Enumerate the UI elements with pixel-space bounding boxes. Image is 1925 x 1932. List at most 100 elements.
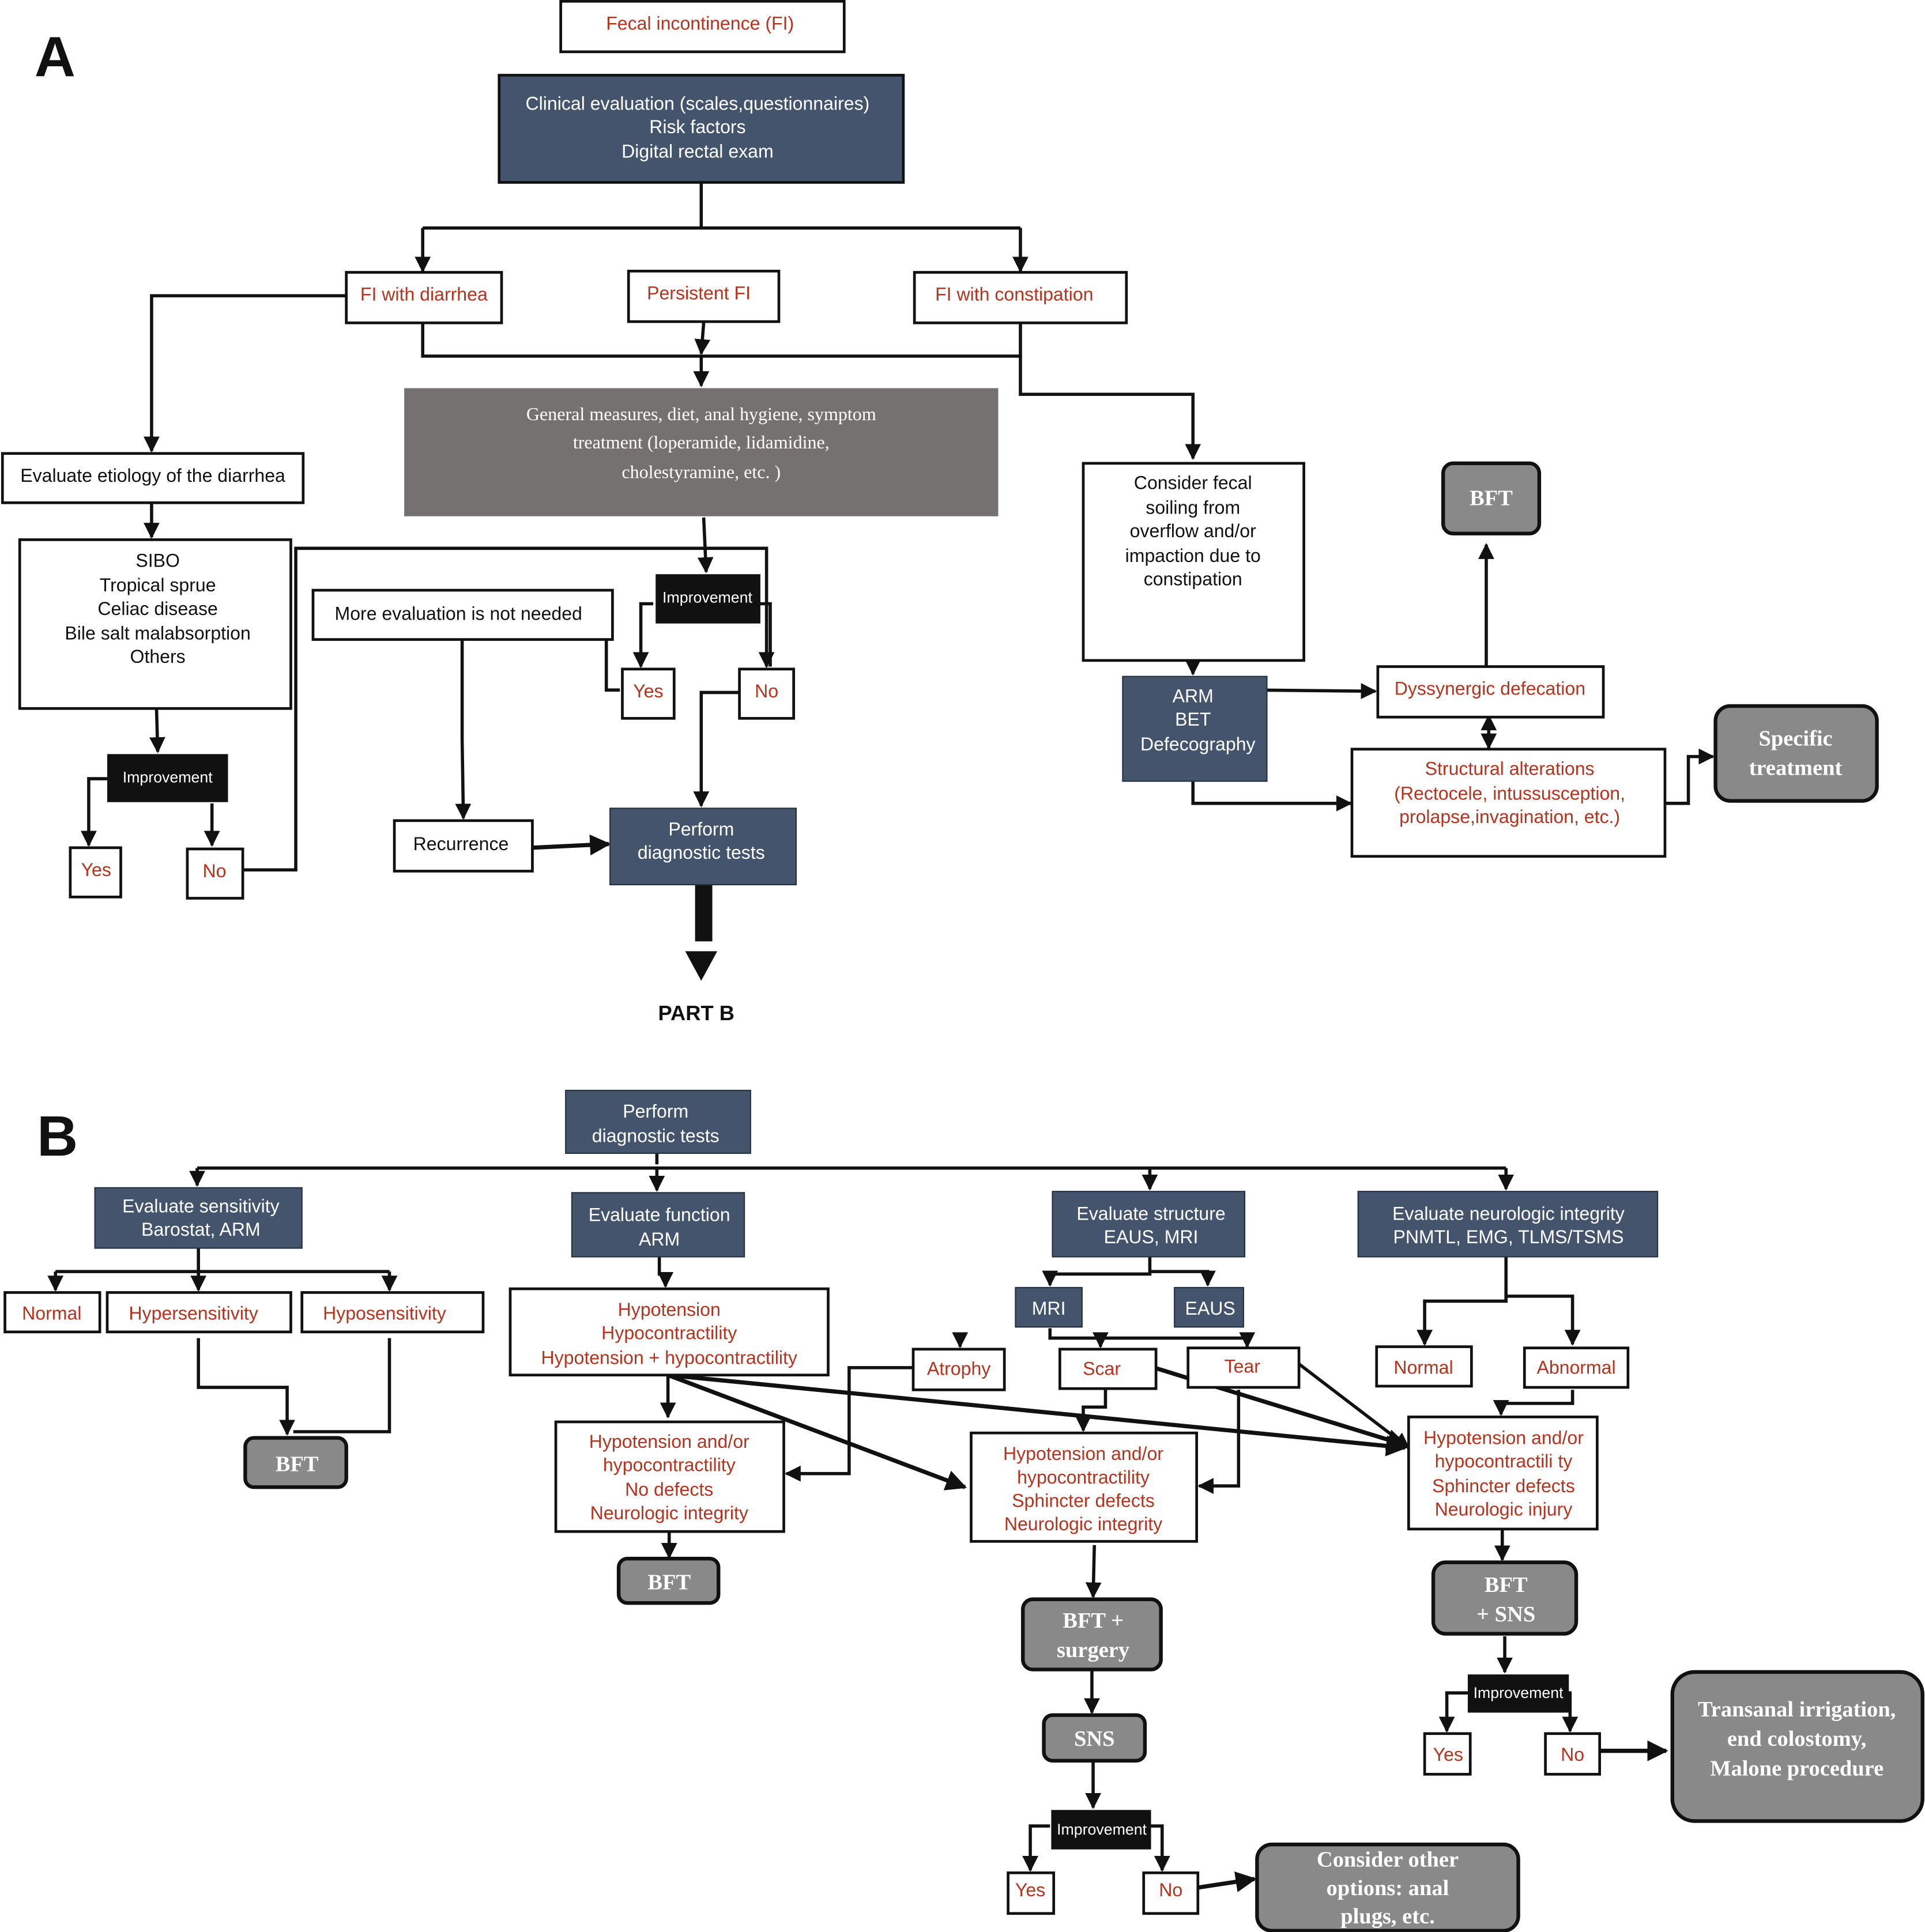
node-recurrence: Recurrence: [393, 819, 534, 873]
svg-text:treatment: treatment: [1749, 756, 1843, 780]
svg-text:Consider other: Consider other: [1317, 1848, 1459, 1872]
svg-text:Celiac disease: Celiac disease: [97, 598, 217, 619]
node-consider-other-options: Consider other options: anal plugs, etc.: [1255, 1842, 1520, 1932]
svg-text:Hypotension and/or: Hypotension and/or: [1423, 1427, 1584, 1448]
node-neuro-abnormal: Abnormal: [1523, 1346, 1630, 1389]
node-bft-sns: BFT + SNS: [1431, 1560, 1579, 1636]
svg-text:diagnostic tests: diagnostic tests: [638, 842, 765, 863]
svg-text:Structural alterations: Structural alterations: [1425, 759, 1595, 779]
svg-text:BFT: BFT: [647, 1571, 691, 1595]
svg-text:Clinical evaluation (scales,qu: Clinical evaluation (scales,questionnair…: [526, 93, 870, 114]
svg-text:PNMTL, EMG, TLMS/TSMS: PNMTL, EMG, TLMS/TSMS: [1393, 1227, 1623, 1247]
node-tear: Tear: [1186, 1346, 1301, 1389]
svg-text:Defecography: Defecography: [1140, 734, 1256, 754]
svg-text:Risk factors: Risk factors: [649, 116, 745, 137]
node-perform-diagnostic-tests-a: Perform diagnostic tests: [609, 807, 797, 885]
node-clinical-evaluation: Clinical evaluation (scales,questionnair…: [498, 74, 905, 184]
connectors-part-a: [81, 182, 1715, 981]
node-persistent-fi: Persistent FI: [627, 270, 781, 323]
svg-text:No: No: [202, 861, 226, 881]
panel-label-b: B: [37, 1104, 78, 1168]
svg-text:Hypotension: Hypotension: [618, 1299, 721, 1320]
svg-text:Specific: Specific: [1758, 726, 1832, 750]
panel-label-a: A: [35, 25, 76, 89]
svg-text:Improvement: Improvement: [1474, 1684, 1564, 1701]
svg-text:FI with diarrhea: FI with diarrhea: [360, 284, 488, 305]
node-fecal-incontinence: Fecal incontinence (FI): [559, 0, 846, 54]
node-atrophy: Atrophy: [911, 1348, 1006, 1391]
svg-text:hypocontractility: hypocontractility: [603, 1454, 736, 1475]
svg-text:Consider fecal: Consider fecal: [1134, 473, 1252, 493]
svg-text:Sphincter defects: Sphincter defects: [1432, 1476, 1575, 1496]
svg-text:Perform: Perform: [668, 818, 734, 839]
svg-text:impaction due to: impaction due to: [1125, 545, 1261, 566]
svg-text:options: anal: options: anal: [1327, 1876, 1449, 1900]
node-no-left: No: [186, 847, 244, 900]
node-improvement-center: Improvement: [1051, 1810, 1151, 1850]
node-improvement-left: Improvement: [107, 754, 228, 802]
node-neuro-normal: Normal: [1375, 1345, 1473, 1388]
node-yes-right: Yes: [1423, 1732, 1472, 1776]
svg-text:BFT: BFT: [276, 1452, 319, 1476]
svg-text:Scar: Scar: [1083, 1359, 1121, 1379]
svg-text:diagnostic tests: diagnostic tests: [592, 1126, 719, 1146]
node-no-right: No: [1544, 1732, 1602, 1776]
svg-text:Digital rectal exam: Digital rectal exam: [621, 141, 774, 162]
node-evaluate-neurologic-integrity: Evaluate neurologic integrity PNMTL, EMG…: [1357, 1191, 1659, 1258]
node-perform-diagnostic-tests-b: Perform diagnostic tests: [565, 1089, 751, 1154]
svg-text:Hypotension and/or: Hypotension and/or: [1003, 1443, 1163, 1464]
node-hyposensitivity: Hyposensitivity: [300, 1291, 485, 1334]
svg-text:SNS: SNS: [1074, 1727, 1115, 1751]
svg-text:Malone procedure: Malone procedure: [1710, 1756, 1883, 1780]
svg-text:hypocontractili ty: hypocontractili ty: [1435, 1451, 1573, 1471]
node-improvement-right: Improvement: [1467, 1674, 1569, 1713]
svg-text:Fecal incontinence (FI): Fecal incontinence (FI): [606, 13, 794, 33]
connectors-part-b: [47, 1133, 1668, 1892]
svg-text:Neurologic integrity: Neurologic integrity: [590, 1503, 748, 1523]
svg-text:Neurologic integrity: Neurologic integrity: [1004, 1514, 1162, 1534]
node-yes-left: Yes: [69, 846, 122, 899]
svg-text:Yes: Yes: [1015, 1880, 1045, 1900]
node-bft-sensitivity: BFT: [243, 1436, 348, 1489]
node-no-center: No: [1142, 1871, 1200, 1915]
svg-text:More evaluation is not needed: More evaluation is not needed: [335, 603, 582, 624]
svg-text:ARM: ARM: [639, 1229, 680, 1250]
svg-text:Tear: Tear: [1225, 1356, 1261, 1376]
svg-text:Barostat, ARM: Barostat, ARM: [141, 1219, 261, 1240]
svg-text:No: No: [1159, 1880, 1182, 1900]
node-bft-function: BFT: [616, 1557, 721, 1605]
svg-text:Neurologic injury: Neurologic injury: [1435, 1499, 1573, 1519]
svg-text:treatment (loperamide, lidamid: treatment (loperamide, lidamidine,: [573, 432, 830, 452]
node-neurologic-injury: Hypotension and/or hypocontractili ty Sp…: [1407, 1416, 1599, 1531]
svg-text:(Rectocele, intussusception,: (Rectocele, intussusception,: [1394, 783, 1625, 803]
svg-text:Abnormal: Abnormal: [1536, 1357, 1615, 1378]
svg-text:Others: Others: [130, 646, 186, 667]
svg-text:Persistent FI: Persistent FI: [647, 283, 751, 304]
svg-text:Transanal irrigation,: Transanal irrigation,: [1698, 1697, 1896, 1722]
node-consider-fecal-soiling: Consider fecal soiling from overflow and…: [1082, 462, 1305, 662]
svg-text:prolapse,invagination, etc.): prolapse,invagination, etc.): [1399, 806, 1620, 827]
svg-text:Normal: Normal: [22, 1303, 81, 1324]
node-hypersensitivity: Hypersensitivity: [106, 1291, 292, 1334]
svg-text:Recurrence: Recurrence: [413, 833, 509, 854]
svg-text:BET: BET: [1175, 709, 1211, 730]
node-general-measures: General measures, diet, anal hygiene, sy…: [404, 388, 999, 516]
svg-text:MRI: MRI: [1032, 1298, 1066, 1319]
svg-text:No: No: [1561, 1744, 1584, 1765]
node-bft-a: BFT: [1441, 461, 1542, 535]
svg-text:No: No: [755, 681, 778, 701]
svg-text:constipation: constipation: [1144, 568, 1242, 589]
svg-text:Yes: Yes: [81, 859, 111, 880]
svg-text:Evaluate sensitivity: Evaluate sensitivity: [122, 1196, 280, 1217]
part-b-pointer-label: PART B: [658, 1001, 735, 1025]
node-arm-bet-defecography: ARM BET Defecography: [1122, 676, 1268, 782]
node-etiologies: SIBO Tropical sprue Celiac disease Bile …: [18, 538, 292, 710]
svg-text:FI with constipation: FI with constipation: [935, 284, 1093, 305]
node-transanal-irrigation: Transanal irrigation, end colostomy, Mal…: [1670, 1670, 1924, 1823]
svg-text:soiling from: soiling from: [1146, 497, 1240, 518]
node-no-mid: No: [738, 667, 795, 720]
node-fi-with-diarrhea: FI with diarrhea: [345, 271, 503, 324]
svg-text:Improvement: Improvement: [662, 588, 752, 606]
svg-text:Evaluate function: Evaluate function: [589, 1204, 730, 1225]
